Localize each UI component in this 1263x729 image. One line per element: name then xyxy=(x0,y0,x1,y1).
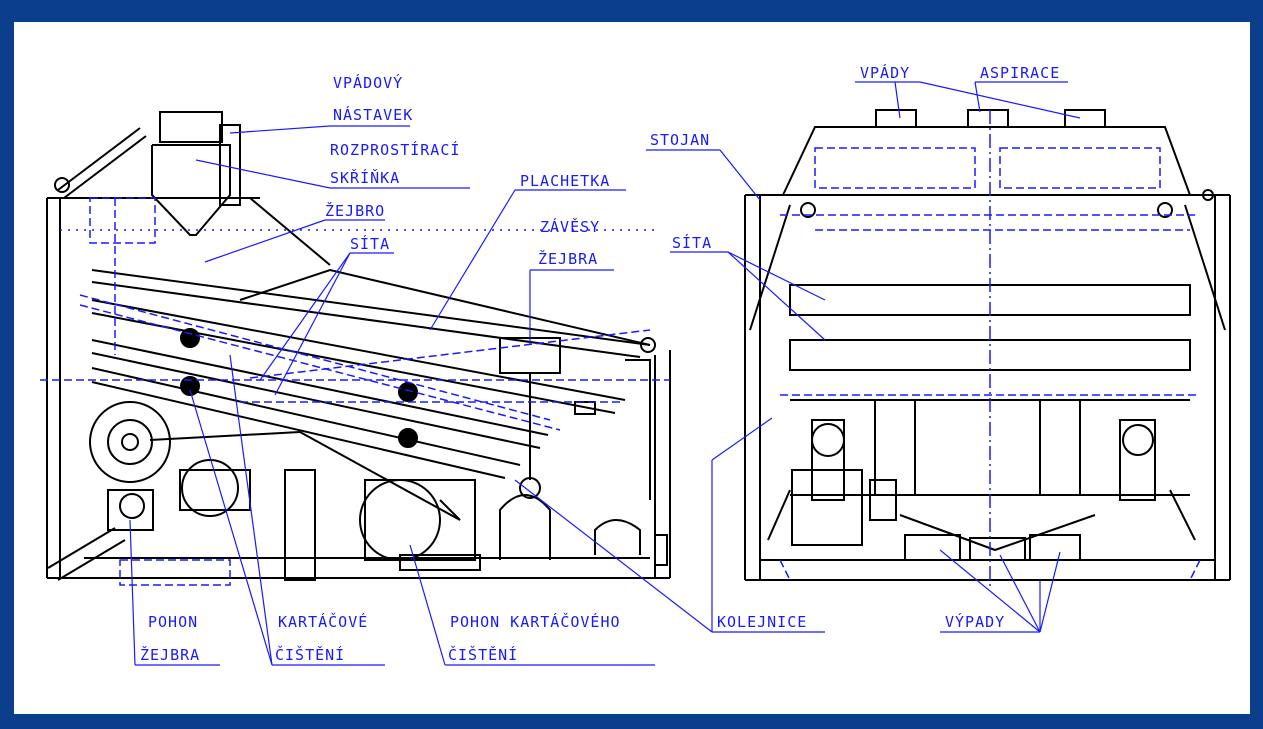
label-plachetka: PLACHETKA xyxy=(520,172,610,190)
label-aspirace: ASPIRACE xyxy=(980,64,1060,82)
label-vpadovy: VPÁDOVÝ xyxy=(333,73,403,92)
label-rozprostiraci: ROZPROSTÍRACÍ xyxy=(330,140,460,159)
label-zejbra: ŽEJBRA xyxy=(538,249,598,268)
drawing-sheet: VPÁDOVÝ NÁSTAVEK ROZPROSTÍRACÍ SKŘÍŇKA Ž… xyxy=(14,22,1250,714)
label-zavesy: ZÁVĚSY xyxy=(540,217,600,236)
label-sita-right: SÍTA xyxy=(672,233,712,252)
label-vpady: VPÁDY xyxy=(860,63,910,82)
label-cisteni: ČIŠTĚNÍ xyxy=(275,645,345,664)
front-view xyxy=(744,109,1231,581)
label-nastavek: NÁSTAVEK xyxy=(333,105,413,124)
technical-drawing: VPÁDOVÝ NÁSTAVEK ROZPROSTÍRACÍ SKŘÍŇKA Ž… xyxy=(40,63,1231,666)
label-skrinka: SKŘÍŇKA xyxy=(330,168,400,187)
front-view-blue-detail xyxy=(779,110,1201,590)
leader-lines xyxy=(129,81,1081,666)
label-sita-left: SÍTA xyxy=(350,234,390,253)
side-view-blue-detail xyxy=(40,197,670,586)
label-cisteni-2: ČIŠTĚNÍ xyxy=(448,645,518,664)
label-pohon-kartacoveho: POHON KARTÁČOVÉHO xyxy=(450,612,621,631)
label-kolejnice: KOLEJNICE xyxy=(717,613,807,631)
labels: VPÁDOVÝ NÁSTAVEK ROZPROSTÍRACÍ SKŘÍŇKA Ž… xyxy=(140,63,1060,664)
label-pohon: POHON xyxy=(148,613,198,631)
label-zejbra-drive: ŽEJBRA xyxy=(140,645,200,664)
label-stojan: STOJAN xyxy=(650,131,710,149)
label-kartacove: KARTÁČOVÉ xyxy=(278,612,368,631)
label-vypady: VÝPADY xyxy=(945,612,1005,631)
side-view xyxy=(46,111,671,581)
label-zejbro: ŽEJBRO xyxy=(325,201,385,220)
